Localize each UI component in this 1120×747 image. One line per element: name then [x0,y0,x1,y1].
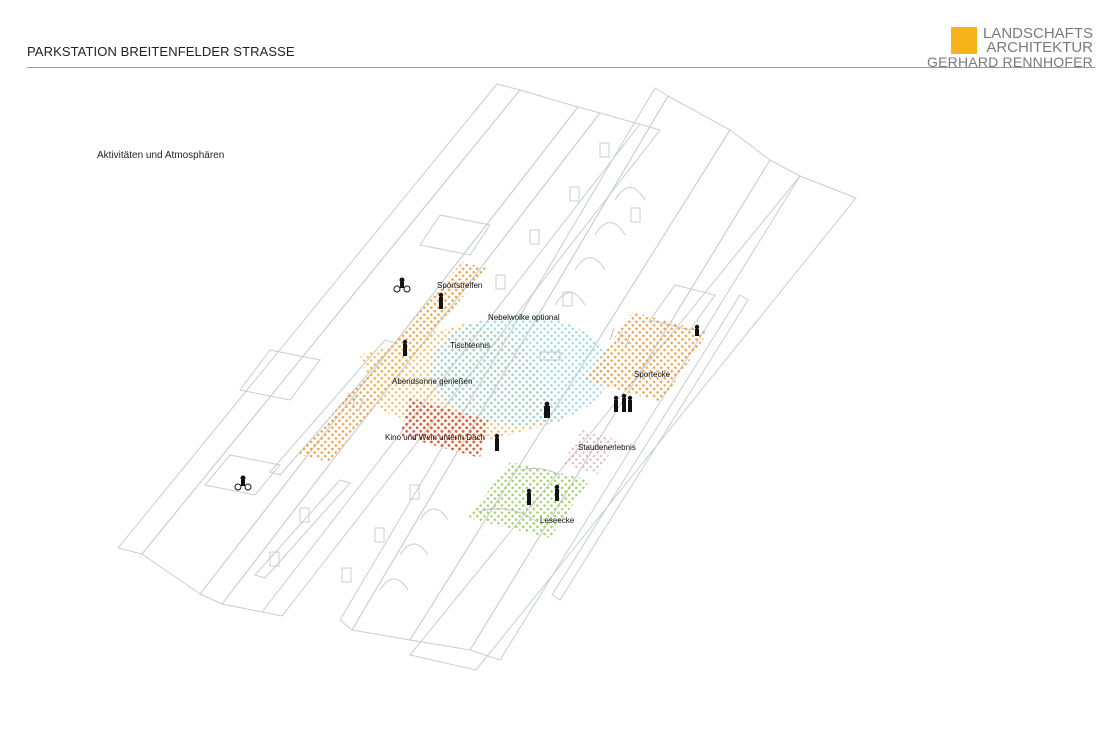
table-tennis-table [539,351,561,361]
pier-4 [495,274,506,290]
page-title: PARKSTATION BREITENFELDER STRASSE [27,44,295,59]
pier-3 [529,229,540,245]
plan-linework [117,83,857,671]
logo-square [951,27,977,54]
pier-9 [341,567,352,583]
pier-7 [409,484,420,500]
logo-line-1: LANDSCHAFTS [982,25,1093,42]
label-sportecke: Sportecke [634,370,671,379]
lounge-furniture [477,467,561,523]
person-2 [402,339,408,356]
left-canopy-2 [239,349,321,401]
pier-5 [630,207,641,223]
zones [298,262,708,538]
label-sportstreifen: Sportstreifen [437,281,482,290]
person-3 [544,401,550,418]
label-tischtennis: Tischtennis [450,341,490,350]
fixtures [344,327,631,523]
label-leseecke: Leseecke [540,516,575,525]
pier-2 [569,186,580,202]
logo-line-3: GERHARD RENNHOFER [927,54,1093,70]
right-platform [551,294,749,601]
label-abendsonne: Abendsonne genießen [392,377,473,386]
zone-labels: Sportstreifen Nebelwolke optional Tischt… [385,281,671,525]
logo-line-2: ARCHITEKTUR [986,39,1093,56]
fitness-bars-right [609,327,631,347]
people [234,277,700,505]
person-1 [438,292,444,309]
diagram-subtitle: Aktivitäten und Atmosphären [97,150,225,161]
left-bench [269,339,396,476]
person-5 [526,488,532,505]
header-rule [27,67,1095,68]
label-kino: Kino und Wein unterm Dach [385,433,485,442]
pier-8 [374,527,385,543]
zone-staudenerlebnis [562,430,618,474]
outer-left-strip [117,83,521,555]
left-canopy-3 [204,454,281,496]
person-group [613,393,633,412]
person-6 [554,484,560,501]
pier-11 [269,551,280,567]
pier-1 [599,142,610,158]
zone-kino [400,398,488,458]
zone-nebelwolke [430,315,610,425]
label-nebelwolke: Nebelwolke optional [488,313,560,322]
person-4 [494,433,500,451]
fitness-bars-left [344,392,364,412]
person-cyclist-1 [393,277,411,293]
person-7 [694,324,700,336]
left-canopy-1 [419,214,491,256]
person-cyclist-2 [234,475,252,491]
left-bench-2 [254,479,351,579]
zone-sportecke [585,312,708,402]
label-staudenerlebnis: Staudenerlebnis [578,443,636,452]
pier-6 [562,291,573,307]
